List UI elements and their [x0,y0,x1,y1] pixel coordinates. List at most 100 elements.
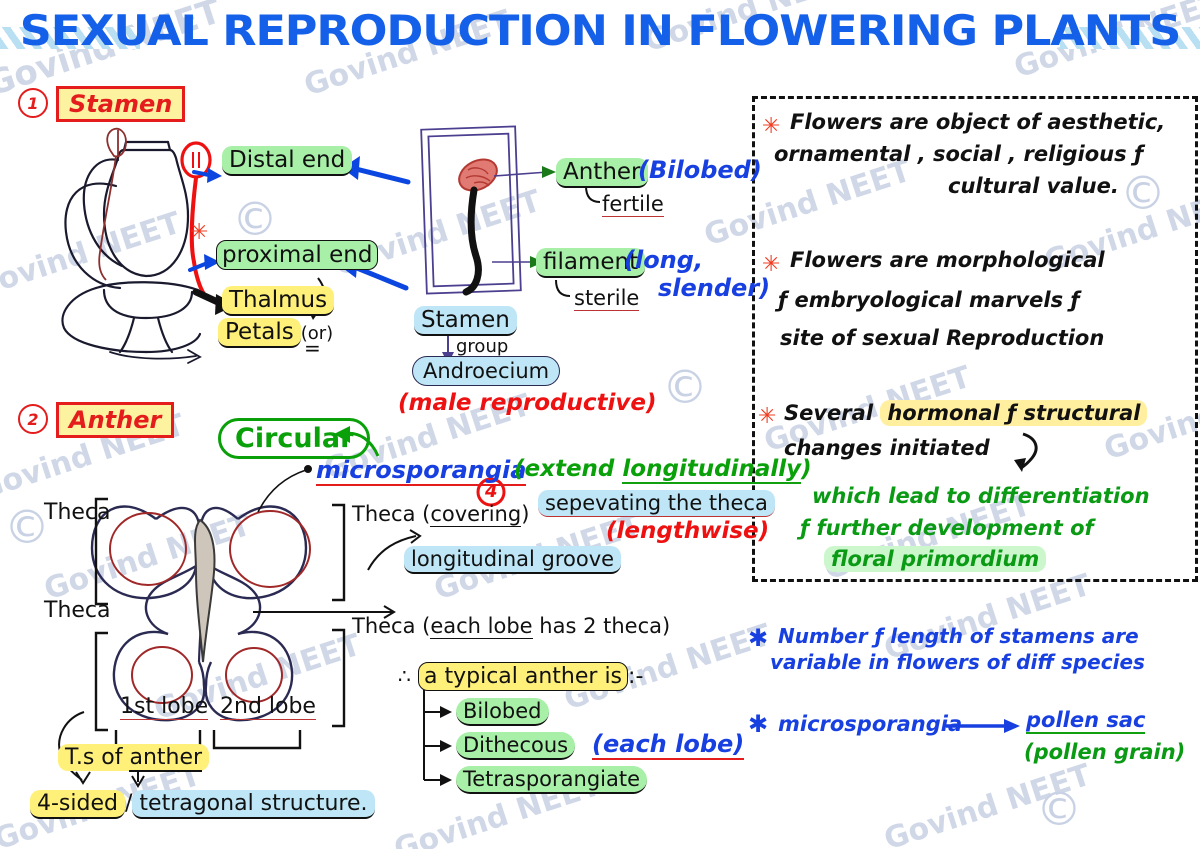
therefore-symbol: ∴ [398,664,411,688]
typical-anther-heading: a typical anther is:- [418,662,643,691]
theca-covering-pre: Theca ( [352,502,431,526]
note-1-line-2: site of sexual Reproduction [780,326,1105,350]
fertile-text: fertile [602,192,664,217]
label-second-lobe: 2nd lobe [220,694,316,720]
red-star-marker: ✳ [190,220,209,245]
extend-pre: (extend [514,456,623,482]
thalmus-text: Thalmus [222,286,335,316]
circular-text: Circular [218,418,371,459]
filament-text: filament [536,248,646,278]
note-bullet-0: ✳ [762,114,781,139]
marker-four: 4 [485,481,498,502]
theca-lobe-pre: Theca ( [352,614,431,638]
second-lobe-text: 2nd lobe [220,694,316,720]
green-note-line-2: floral primordium [824,546,1047,572]
label-microsporangia: microsporangia [316,456,527,486]
label-separating-theca: sepevating the theca [538,490,775,517]
typical-anther-colon: :- [628,664,644,689]
hormonal-structural-highlight: hormonal ƒ structural [880,400,1148,426]
equals-mark: = [304,336,321,360]
petals-text: Petals [218,318,301,348]
label-ts-of-anther: T.s of anther [58,744,210,772]
theca-lobe-post: has 2 theca) [532,614,671,638]
typical-anther-item-1: Dithecous [456,732,576,760]
label-proximal-end: proximal end [216,240,379,270]
typical-anther-item-0: Bilobed [456,698,549,726]
floral-primordium-text: floral primordium [824,546,1047,572]
petals-or-text: (or) [300,323,334,344]
label-four-sided-structure: 4-sided/tetragonal structure. [30,790,375,819]
blue-bullet-0: ✱ [748,624,769,652]
filament-sterile-note: sterile [574,286,640,311]
label-petals: Petals(or) [218,318,333,348]
label-theca-right-top: Theca (covering) [352,502,530,527]
note-0-line-1: ornamental , social , religious ƒ [774,142,1144,166]
section-heading-anther: Anther [56,402,175,438]
header-stripe-right [1060,27,1200,49]
notes-box [752,96,1198,582]
label-filament: filament [536,248,646,278]
filament-note-line2: slender) [658,274,771,302]
pollen-sac-text: pollen sac [1026,708,1146,734]
typical-anther-heading-text: a typical anther is [418,662,629,691]
section-number-2: 2 [18,404,48,434]
label-first-lobe: 1st lobe [120,694,209,720]
note-1-line-0: Flowers are morphological [790,248,1105,272]
extend-word: longitudinally [622,456,802,484]
ts-pre: T.s of [65,745,130,770]
green-note-line-0: which lead to differentiation [812,484,1150,508]
section-heading-stamen: Stamen [56,86,186,122]
longitudinal-groove-text: longitudinal groove [404,546,622,574]
microsporangia-extend-note: (extend longitudinally) [514,456,812,484]
page-title: SEXUAL REPRODUCTION IN FLOWERING PLANTS [19,6,1182,55]
stamen-text: Stamen [414,306,517,336]
label-theca-left-top: Theca [44,500,111,525]
blue-note-0-line-1: variable in flowers of diff species [770,650,1145,674]
label-longitudinal-groove: longitudinal groove [404,546,622,574]
item-tetrasporangiate: Tetrasporangiate [456,766,648,794]
blue-note-0-line-0: Number ƒ length of stamens are [778,624,1139,648]
item-bilobed: Bilobed [456,698,549,726]
label-androecium: Androecium [412,356,561,386]
separating-theca-text: sepevating the theca [538,490,775,517]
copyright-mark: © [1036,782,1082,836]
androecium-text: Androecium [412,356,561,386]
theca-lobe-word: each lobe [430,614,533,639]
copyright-mark: © [232,192,278,246]
label-circular: Circular [218,418,371,459]
watermark: Govind NEET [0,205,186,306]
label-anther: Anther [556,158,648,188]
anther-bilobed-note: (Bilobed) [638,156,762,184]
four-sided-slash: / [124,791,133,816]
theca-covering-post: ) [521,502,530,526]
four-sided-b: tetragonal structure. [132,790,375,819]
anther-text: Anther [556,158,648,188]
each-lobe-text: (each lobe) [592,730,745,760]
several-word: Several [784,401,881,425]
blue-bullet-1: ✱ [748,710,769,738]
sterile-text: sterile [574,286,640,311]
extend-post: ) [801,456,812,482]
four-sided-a: 4-sided [30,790,125,819]
note-0-line-2: cultural value. [948,174,1119,198]
male-reproductive-note: (male reproductive) [398,390,657,416]
pollen-grain-sub: (pollen grain) [1024,740,1186,764]
label-distal-end: Distal end [222,146,353,176]
label-theca-right-bottom: Theca (each lobe has 2 theca) [352,614,671,639]
header-stripe-left [0,27,140,49]
label-lengthwise: (lengthwise) [606,518,770,544]
label-thalmus: Thalmus [222,286,335,316]
note-bullet-1: ✳ [762,252,781,277]
group-text: group [456,336,509,357]
typical-anther-item-2: Tetrasporangiate [456,766,648,794]
each-lobe-note: (each lobe) [592,730,745,760]
green-note-line-1: ƒ further development of [800,516,1094,540]
distal-end-text: Distal end [222,146,353,176]
note-2-line-0: Several hormonal ƒ structural [784,400,1148,426]
watermark: Govind NEET [879,757,1096,849]
ts-anther-chip: T.s of anther [58,744,210,772]
ts-word: anther [129,745,203,772]
proximal-end-text: proximal end [216,240,379,270]
note-bullet-2: ✳ [758,404,777,429]
